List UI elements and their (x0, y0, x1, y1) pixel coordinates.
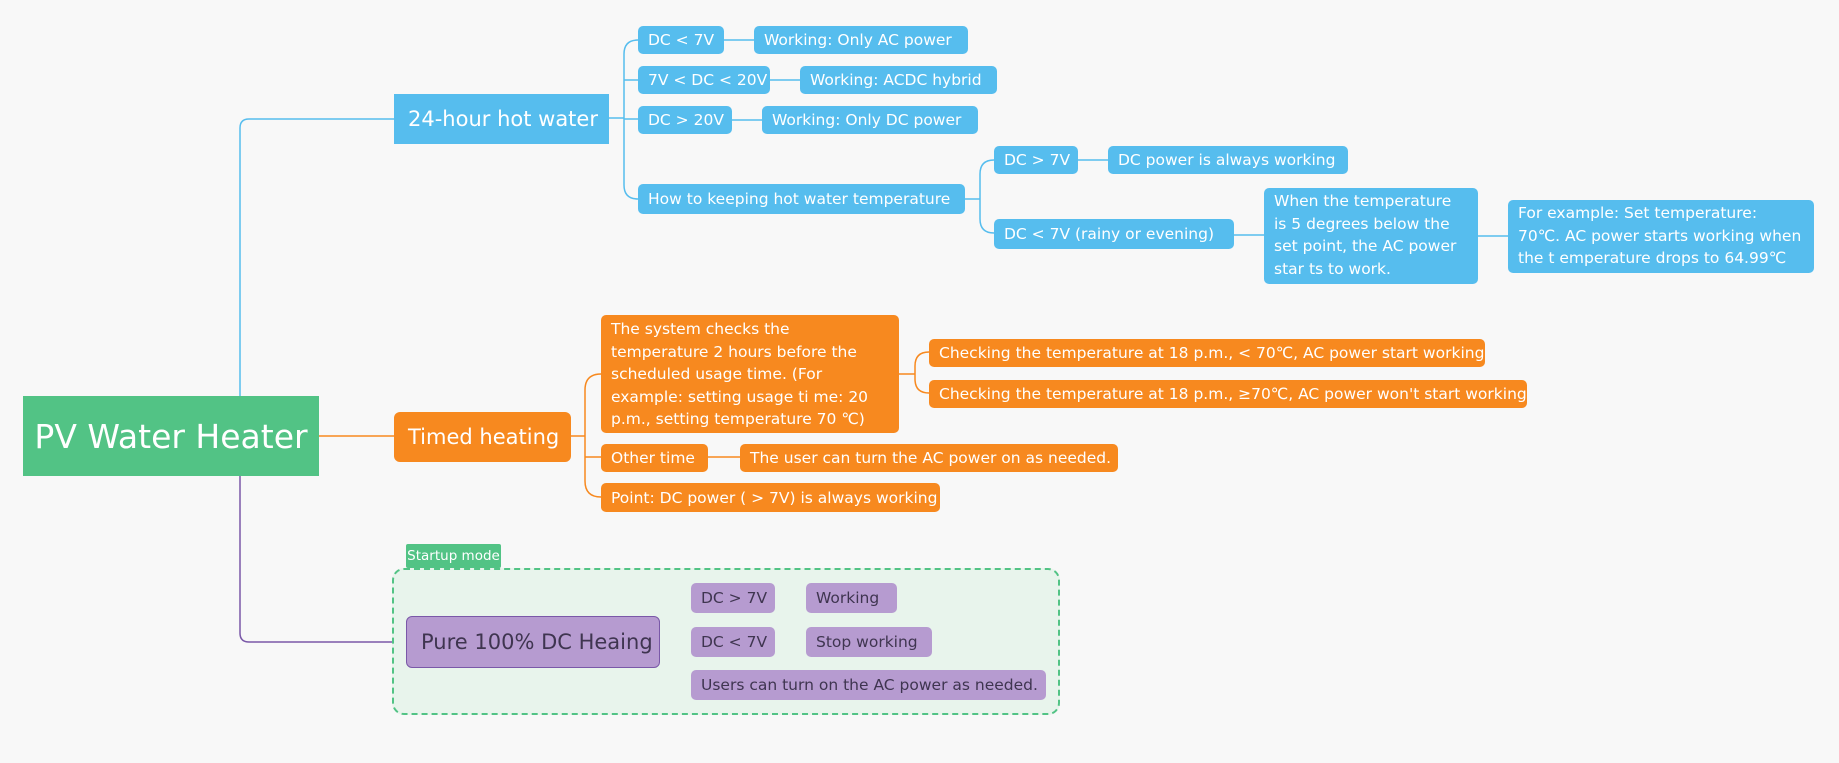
topic-temperature-5-degrees-below[interactable]: When the temperature is 5 degrees below … (1264, 188, 1478, 284)
topic-keep-dc-lt-7v-rainy[interactable]: DC < 7V (rainy or evening) (994, 219, 1234, 249)
topic-24-hour-hot-water[interactable]: 24-hour hot water (394, 94, 609, 144)
topic-user-turn-ac-on[interactable]: The user can turn the AC power on as nee… (740, 444, 1118, 472)
topic-dc-gt-20v[interactable]: DC > 20V (638, 106, 732, 134)
topic-pure-dc-heating[interactable]: Pure 100% DC Heaing (406, 616, 660, 668)
startup-mode-tag: Startup mode (406, 544, 501, 568)
topic-keeping-hot-water-temperature[interactable]: How to keeping hot water temperature (638, 184, 965, 214)
root-topic[interactable]: PV Water Heater (23, 396, 319, 476)
connector-root-hot-water (239, 118, 394, 396)
topic-other-time[interactable]: Other time (601, 444, 708, 472)
topic-working-only-dc[interactable]: Working: Only DC power (762, 106, 978, 134)
topic-dc-lt-7v[interactable]: DC < 7V (638, 26, 724, 54)
topic-startup-dc-gt-7v[interactable]: DC > 7V (691, 583, 775, 613)
topic-startup-dc-lt-7v[interactable]: DC < 7V (691, 627, 775, 657)
topic-keep-dc-gt-7v[interactable]: DC > 7V (994, 146, 1078, 174)
topic-stop-working[interactable]: Stop working (806, 627, 932, 657)
topic-point-dc-always-working[interactable]: Point: DC power ( > 7V) is always workin… (601, 483, 940, 512)
topic-system-checks-temperature[interactable]: The system checks the temperature 2 hour… (601, 315, 899, 433)
topic-users-turn-on-ac[interactable]: Users can turn on the AC power as needed… (691, 670, 1046, 700)
topic-dc-always-working[interactable]: DC power is always working (1108, 146, 1348, 174)
topic-check-lt-70-ac-start[interactable]: Checking the temperature at 18 p.m., < 7… (929, 339, 1485, 367)
topic-working-only-ac[interactable]: Working: Only AC power (754, 26, 968, 54)
topic-check-ge-70-ac-wont-start[interactable]: Checking the temperature at 18 p.m., ≥70… (929, 380, 1527, 408)
topic-timed-heating[interactable]: Timed heating (394, 412, 571, 462)
connector-root-startup (239, 476, 406, 643)
topic-dc-7v-20v[interactable]: 7V < DC < 20V (638, 66, 770, 94)
topic-working-acdc-hybrid[interactable]: Working: ACDC hybrid (800, 66, 997, 94)
topic-example-set-temperature[interactable]: For example: Set temperature: 70℃. AC po… (1508, 200, 1814, 273)
topic-working[interactable]: Working (806, 583, 897, 613)
